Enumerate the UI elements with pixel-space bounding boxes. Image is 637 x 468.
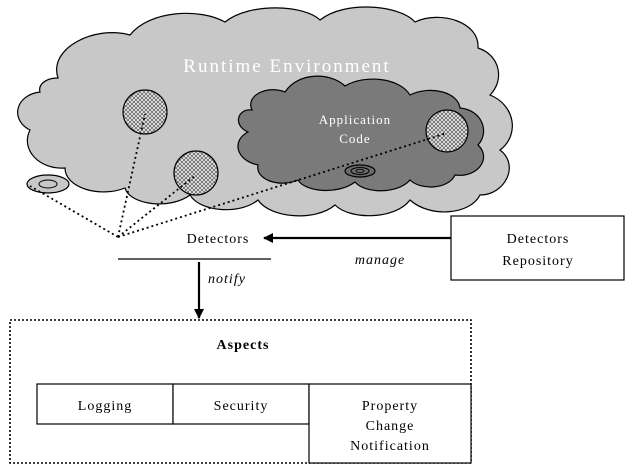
aspects-title: Aspects [217, 338, 270, 353]
manage-label: manage [355, 253, 405, 268]
security-label: Security [214, 399, 269, 414]
notify-label: notify [208, 272, 246, 287]
property-change-label-line1: Property [362, 399, 418, 414]
application-code-cloud [237, 75, 484, 192]
detectors-repository-label-line2: Repository [502, 254, 573, 269]
detection-line-1 [117, 113, 146, 238]
application-code-label-line1: Application [319, 112, 391, 127]
detectors-label: Detectors [187, 232, 250, 247]
join-point-circle-1 [122, 89, 168, 135]
security-cell [172, 383, 310, 425]
detectors-repository-box [450, 215, 625, 281]
thought-bubble-center-inner [355, 168, 365, 173]
property-change-notification-cell [308, 383, 472, 464]
property-change-label-line2: Change [366, 419, 415, 434]
detectors-repository-label-line1: Detectors [507, 232, 570, 247]
application-code-label-line2: Code [339, 131, 370, 146]
runtime-environment-label: Runtime Environment [183, 56, 390, 77]
logging-label: Logging [78, 399, 132, 414]
detection-line-2 [117, 174, 197, 238]
join-point-circle-2 [173, 150, 219, 196]
join-point-circle-3 [425, 109, 469, 153]
thought-bubble-left-inner [38, 179, 58, 189]
logging-cell [36, 383, 174, 425]
detection-line-4 [29, 185, 119, 238]
property-change-label-line3: Notification [350, 439, 430, 454]
